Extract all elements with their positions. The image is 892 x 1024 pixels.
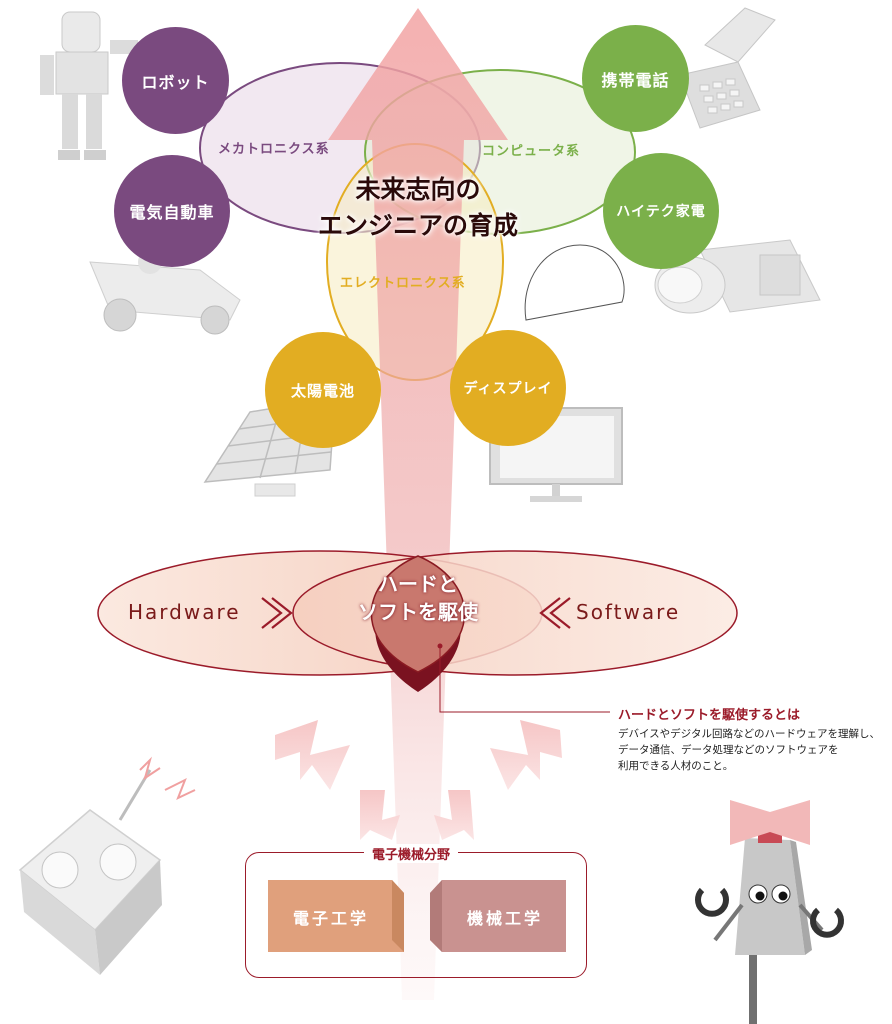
solar-cell-circle: 太陽電池 — [265, 332, 381, 448]
mobile-phone-icon — [679, 7, 776, 129]
ev-label: 電気自動車 — [129, 203, 215, 222]
hitech-appliance-label: ハイテク家電 — [616, 204, 706, 220]
field-area-title: 電子機械分野 — [364, 844, 459, 863]
left-chevrons-icon — [539, 597, 571, 629]
note-body: デバイスやデジタル回路などのハードウェアを理解し、 データ通信、データ処理などの… — [618, 726, 888, 774]
mobile-phone-circle: 携帯電話 — [582, 25, 689, 132]
right-chevrons-icon — [261, 597, 293, 629]
display-label: ディスプレイ — [463, 381, 553, 397]
electric-car-icon — [89, 250, 241, 335]
half-dome-shape — [524, 244, 625, 321]
hitech-appliance-circle: ハイテク家電 — [603, 153, 719, 269]
center-line1: ハードと — [378, 572, 458, 596]
lightning-bolt-icon — [490, 720, 562, 790]
software-label: Software — [576, 600, 681, 624]
robot-mascot-icon — [695, 800, 844, 1024]
electronics-label: エレクトロニクス系 — [340, 276, 466, 291]
ev-circle: 電気自動車 — [114, 155, 230, 267]
lightning-bolt-icon — [275, 720, 350, 790]
mechanical-eng-block — [430, 880, 566, 952]
electronic-eng-block — [268, 880, 404, 952]
mechanical-eng-label: 機械工学 — [466, 909, 543, 928]
video-camera-icon — [654, 239, 821, 314]
note-line: デバイスやデジタル回路などのハードウェアを理解し、 — [618, 728, 880, 740]
electronic-eng-label: 電子工学 — [292, 909, 369, 928]
lightning-bolt-icon — [434, 790, 474, 840]
headline-line2: エンジニアの育成 — [317, 211, 518, 240]
lightning-bolt-icon — [360, 790, 400, 840]
display-monitor-icon — [489, 407, 623, 502]
robot-label: ロボット — [141, 72, 210, 92]
mechatronics-label: メカトロニクス系 — [218, 142, 330, 157]
note-title: ハードとソフトを駆使するとは — [618, 708, 801, 723]
solar-cell-label: 太陽電池 — [290, 381, 355, 400]
mobile-phone-label: 携帯電話 — [601, 70, 670, 90]
hw-sw-center-label: ハードと ソフトを駆使 — [328, 570, 508, 626]
display-circle: ディスプレイ — [450, 330, 566, 446]
remote-controller-icon — [18, 756, 196, 975]
overlap-lens — [370, 555, 466, 673]
hardware-label: Hardware — [128, 600, 241, 624]
note-line: データ通信、データ処理などのソフトウェアを — [618, 744, 839, 756]
computer-label: コンピュータ系 — [482, 144, 581, 159]
center-line2: ソフトを駆使 — [358, 600, 478, 624]
note-line: 利用できる人材のこと。 — [618, 760, 734, 772]
upward-arrow — [328, 8, 508, 1000]
headline: 未来志向の エンジニアの育成 — [268, 172, 568, 244]
humanoid-robot-icon — [40, 11, 138, 160]
callout-line — [439, 646, 610, 713]
robot-circle: ロボット — [122, 27, 229, 134]
headline-line1: 未来志向の — [355, 175, 481, 204]
